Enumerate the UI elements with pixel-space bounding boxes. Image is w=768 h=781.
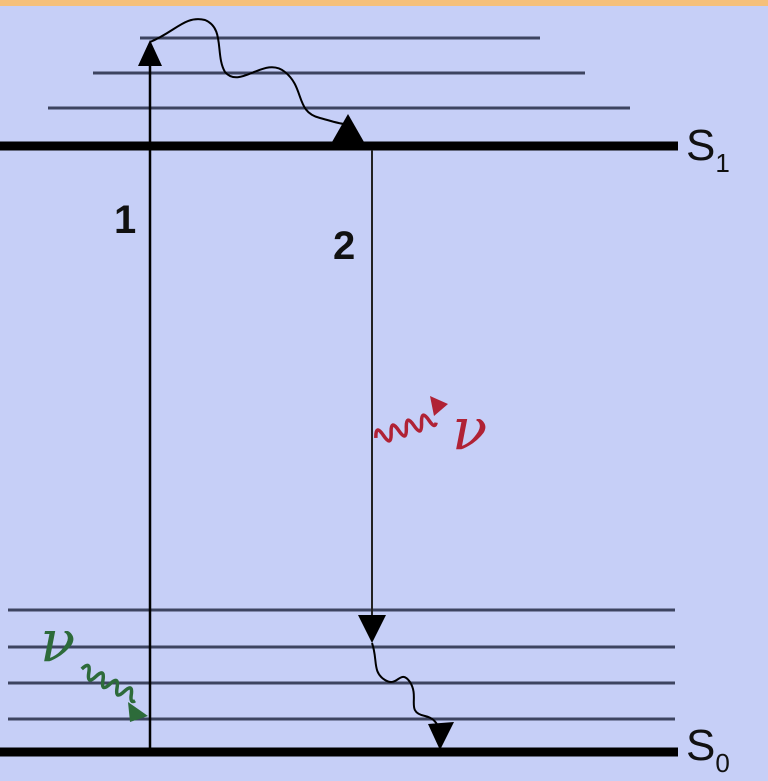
vibrational-relaxation-upper-arrowhead <box>332 114 364 142</box>
absorbed-photon-wave <box>80 663 136 704</box>
absorption-label: 1 <box>114 198 137 242</box>
s0-subscript: 0 <box>715 748 730 778</box>
vibrational-relaxation-upper <box>149 18 346 125</box>
top-border-band <box>0 0 768 6</box>
emission-label: 2 <box>333 224 356 268</box>
absorbed-photon-symbol: ν <box>40 607 76 675</box>
s1-state-label: S1 <box>686 121 730 178</box>
s1-letter: S <box>686 121 716 170</box>
emitted-photon-wave <box>374 413 438 443</box>
vibrational-relaxation-lower <box>371 642 439 727</box>
absorbed-photon-arrowhead <box>128 702 148 722</box>
s1-subscript: 1 <box>715 148 730 178</box>
vibrational-relaxation-lower-arrowhead <box>428 722 454 750</box>
emitted-photon-symbol: ν <box>452 395 488 463</box>
emitted-photon-arrowhead <box>430 396 448 416</box>
s0-letter: S <box>686 721 716 770</box>
absorption-arrowhead <box>138 40 162 66</box>
s0-state-label: S0 <box>686 721 730 778</box>
emission-arrowhead <box>358 615 386 643</box>
